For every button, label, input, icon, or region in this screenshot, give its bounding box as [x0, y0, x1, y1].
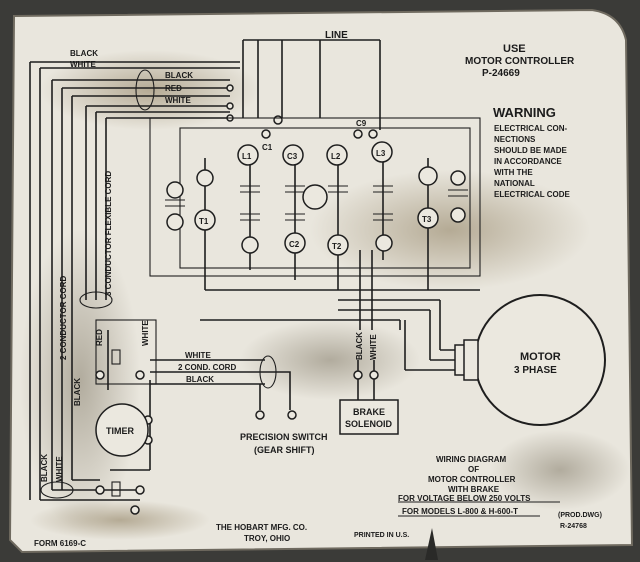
- brake-solenoid-wires: [353, 360, 379, 400]
- component-label-c1: C1: [262, 143, 273, 152]
- printed-in: PRINTED IN U.S.: [354, 532, 409, 539]
- warning-line: IN ACCORDANCE: [494, 157, 562, 166]
- brake-label: BRAKE: [353, 407, 385, 417]
- line-terminals: [226, 39, 381, 139]
- warning-line: SHOULD BE MADE: [494, 146, 568, 155]
- wire-label-white: WHITE: [55, 456, 64, 482]
- wire-label-black: BLACK: [355, 332, 364, 360]
- wiring-title: WIRING DIAGRAM: [436, 455, 507, 464]
- damaged-corner: [425, 528, 438, 560]
- warning-line: NECTIONS: [494, 135, 536, 144]
- stain: [490, 430, 630, 510]
- controller-label: MOTOR CONTROLLER: [465, 56, 575, 67]
- maker-name: THE HOBART MFG. CO.: [216, 523, 307, 532]
- component-label-l2: L2: [331, 152, 341, 161]
- two-cond-cord-label: 2 CONDUCTOR CORD: [59, 275, 68, 360]
- prod-dwg: (PROD.DWG): [558, 512, 602, 519]
- component-label-t2: T2: [332, 242, 342, 251]
- flex-cord-label: 3 CONDUCTOR FLEXIBLE CORD: [104, 171, 113, 296]
- wiring-voltage: FOR VOLTAGE BELOW 250 VOLTS: [398, 494, 531, 503]
- stain: [40, 50, 260, 130]
- gear-shift-label: (GEAR SHIFT): [254, 445, 315, 455]
- wire-label-white: WHITE: [369, 334, 378, 360]
- form-number: FORM 6169-C: [34, 539, 86, 548]
- cord-clamp: [259, 355, 277, 389]
- timer-label: TIMER: [106, 426, 134, 436]
- coil-C3: [282, 144, 304, 166]
- use-label: USE: [503, 43, 526, 55]
- warning-line: NATIONAL: [494, 179, 535, 188]
- solenoid-label: SOLENOID: [345, 419, 393, 429]
- wire-label-black: BLACK: [70, 49, 98, 58]
- wire-label-black: BLACK: [40, 454, 49, 482]
- component-label-l1: L1: [242, 152, 252, 161]
- stain: [310, 170, 590, 290]
- motor-phase-label: 3 PHASE: [514, 365, 557, 376]
- component-label-c2: C2: [289, 240, 300, 249]
- warning-line: ELECTRICAL CON-: [494, 124, 568, 133]
- part-number: P-24669: [482, 68, 520, 79]
- precision-switch-label: PRECISION SWITCH: [240, 432, 328, 442]
- coil-L1: [237, 144, 259, 166]
- coil-T1: [194, 209, 216, 231]
- motor-label: MOTOR: [520, 351, 561, 363]
- wire-label-red: RED: [165, 84, 182, 93]
- cord-clamp: [40, 481, 74, 499]
- coil-T2: [327, 234, 349, 256]
- warning-title: WARNING: [493, 105, 556, 120]
- wire-label-white: WHITE: [165, 96, 191, 105]
- warning-line: WITH THE: [494, 168, 533, 177]
- cord-clamp: [135, 69, 155, 111]
- component-label-t1: T1: [199, 217, 209, 226]
- brake-solenoid-box: [339, 399, 399, 435]
- warning-line: ELECTRICAL CODE: [494, 190, 571, 199]
- wire-label-black: BLACK: [165, 71, 193, 80]
- maker-city: TROY, OHIO: [244, 534, 290, 543]
- left-cord-wires: [29, 61, 240, 501]
- paper-plate: [8, 8, 634, 554]
- contactor-coils: [166, 141, 466, 256]
- component-label-t3: T3: [422, 215, 432, 224]
- wiring-subtitle: MOTOR CONTROLLER: [428, 475, 516, 484]
- wire-label-red: RED: [95, 329, 104, 346]
- stain: [30, 500, 210, 540]
- drawing-number: R-24768: [560, 523, 587, 530]
- component-label-c9: C9: [356, 119, 367, 128]
- stain: [240, 320, 420, 400]
- cord-label: 2 COND. CORD: [178, 363, 236, 372]
- wire-label-black: BLACK: [73, 378, 82, 406]
- cord-clamp: [79, 291, 113, 309]
- coil-L2: [326, 144, 348, 166]
- timer-circle: [95, 403, 149, 457]
- coil-C2: [284, 232, 306, 254]
- wire-label-black: BLACK: [186, 375, 214, 384]
- wire-label-white: WHITE: [70, 60, 96, 69]
- wiring-of: OF: [468, 465, 479, 474]
- coil-L3: [371, 141, 393, 163]
- coil-T3: [417, 207, 439, 229]
- component-label-l3: L3: [376, 149, 386, 158]
- wire-label-white: WHITE: [185, 351, 211, 360]
- wiring-brake: WITH BRAKE: [448, 485, 500, 494]
- stain: [20, 230, 140, 530]
- line-label: LINE: [325, 30, 348, 41]
- wire-label-white: WHITE: [141, 320, 150, 346]
- component-label-c3: C3: [287, 152, 298, 161]
- wiring-models: FOR MODELS L-800 & H-600-T: [402, 507, 518, 516]
